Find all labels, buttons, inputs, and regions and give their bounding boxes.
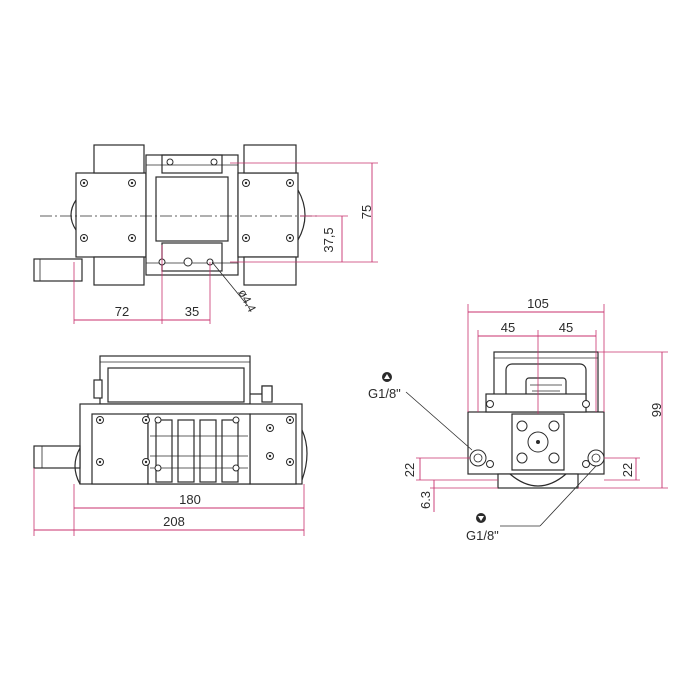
- front-view-rods: [150, 419, 248, 483]
- top-view: 75 37,5 72 35 ø4.4: [33, 144, 378, 324]
- dim-45-left: 45: [501, 320, 515, 335]
- dim-22-right: 22: [620, 463, 635, 477]
- top-view-right-head: [237, 172, 299, 258]
- top-view-left-cap: [93, 144, 145, 174]
- top-view-shaft: [33, 258, 83, 282]
- dim-45-right: 45: [559, 320, 573, 335]
- outlet-port-icon: [587, 449, 605, 467]
- front-view-shaft: [33, 445, 81, 469]
- down-arrow-circle-icon: [476, 513, 486, 523]
- front-view: 180 208: [33, 355, 308, 536]
- dim-72: 72: [115, 304, 129, 319]
- front-view-screw-group: [96, 416, 294, 472]
- dim-35: 35: [185, 304, 199, 319]
- front-view-cover: [99, 355, 251, 405]
- dim-hole-diameter: ø4.4: [235, 287, 259, 315]
- outlet-thread-label: G1/8": [466, 528, 499, 543]
- dim-208: 208: [163, 514, 185, 529]
- top-view-left-cap-bottom: [93, 256, 145, 286]
- dim-180: 180: [179, 492, 201, 507]
- side-view: 105 45 45 99 22 6.3 22 G1/8": [368, 296, 668, 543]
- dim-6-3: 6.3: [418, 491, 433, 509]
- top-view-center-window: [155, 176, 229, 242]
- dim-22-left: 22: [402, 463, 417, 477]
- inlet-port-icon: [469, 449, 487, 467]
- inlet-thread-label: G1/8": [368, 386, 401, 401]
- top-view-left-curve: [70, 199, 77, 231]
- dim-105: 105: [527, 296, 549, 311]
- side-view-foot: [497, 473, 579, 489]
- top-view-right-curve: [297, 189, 306, 241]
- dim-75: 75: [359, 205, 374, 219]
- dim-99: 99: [649, 403, 664, 417]
- dim-37-5: 37,5: [321, 227, 336, 252]
- top-view-left-head: [75, 172, 147, 258]
- top-view-screw-group: [80, 158, 294, 267]
- up-arrow-circle-icon: [382, 372, 392, 382]
